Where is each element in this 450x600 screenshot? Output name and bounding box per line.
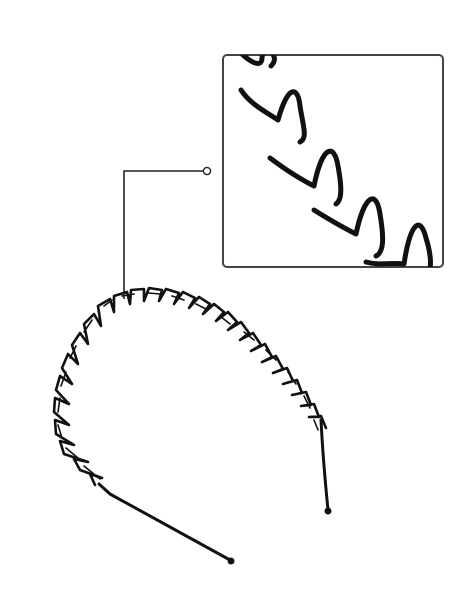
headband-left-end (97, 482, 232, 562)
headband-right-tip (324, 507, 332, 515)
headband-spring-inner (57, 292, 319, 480)
headband-right-end (319, 418, 330, 512)
zoom-inset-frame (222, 54, 444, 268)
headband-wire-icon (52, 286, 330, 562)
headband-left-tip (227, 557, 235, 565)
leader-line (123, 170, 204, 299)
zoom-inset (222, 54, 444, 268)
zoomed-teeth-icon (229, 55, 433, 267)
headband-spring (52, 286, 328, 487)
leader-circle-icon (202, 166, 212, 176)
